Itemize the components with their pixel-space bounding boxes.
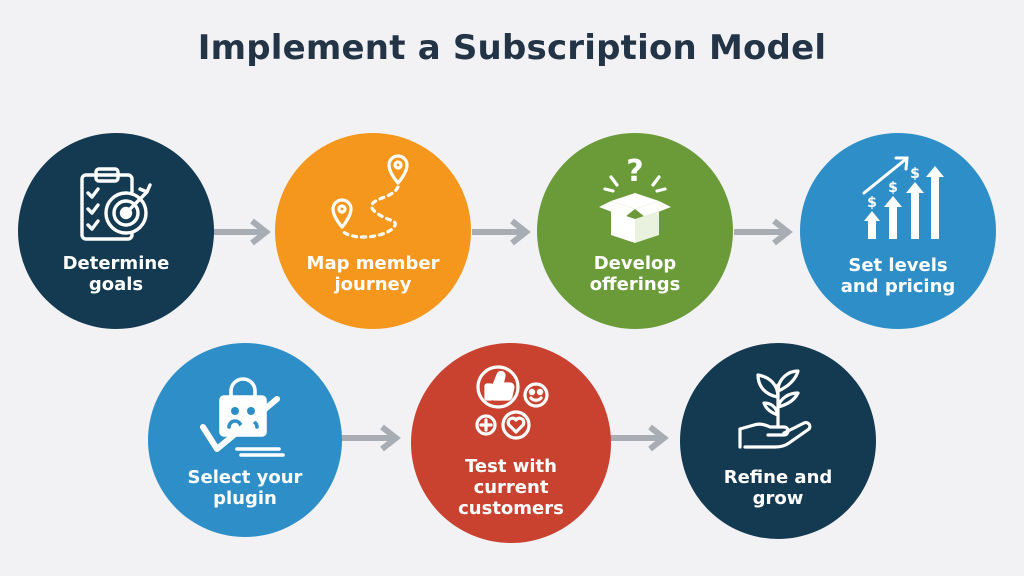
arrow-3-4 bbox=[734, 218, 793, 246]
arrow-1-2 bbox=[212, 218, 271, 246]
svg-text:$: $ bbox=[888, 180, 898, 196]
plugin-lock-check-icon bbox=[200, 377, 285, 457]
rising-price-bars-icon: $ $ $ bbox=[862, 156, 944, 239]
hand-sprout-icon bbox=[738, 369, 812, 449]
step-select-plugin: Select your plugin bbox=[148, 343, 342, 537]
map-pins-route-icon bbox=[331, 154, 409, 239]
arrow-5-6 bbox=[342, 424, 401, 452]
step-label: Map member journey bbox=[306, 253, 440, 295]
step-label: Develop offerings bbox=[589, 253, 681, 295]
step-refine-grow: Refine and grow bbox=[680, 343, 876, 539]
step-determine-goals: Determine goals bbox=[18, 133, 214, 329]
feedback-thumbs-icon bbox=[475, 365, 549, 440]
page-title: Implement a Subscription Model bbox=[197, 28, 827, 68]
step-test-customers: Test with current customers bbox=[411, 343, 611, 543]
step-label: Select your plugin bbox=[187, 467, 303, 509]
step-map-member-journey: Map member journey bbox=[275, 133, 471, 329]
step-set-levels-pricing: $ $ $ Set levels and pricing bbox=[800, 133, 996, 329]
svg-text:$: $ bbox=[910, 166, 920, 182]
arrow-2-3 bbox=[472, 218, 531, 246]
arrow-6-7 bbox=[610, 424, 669, 452]
step-develop-offerings: ? Develop offerings bbox=[537, 133, 733, 329]
clipboard-target-icon bbox=[80, 167, 152, 241]
svg-text:$: $ bbox=[867, 195, 877, 211]
open-box-question-icon: ? bbox=[599, 154, 671, 243]
step-label: Set levels and pricing bbox=[840, 255, 956, 297]
step-label: Test with current customers bbox=[458, 456, 564, 519]
step-label: Determine goals bbox=[62, 253, 170, 295]
step-label: Refine and grow bbox=[723, 467, 833, 509]
svg-text:?: ? bbox=[626, 154, 643, 189]
